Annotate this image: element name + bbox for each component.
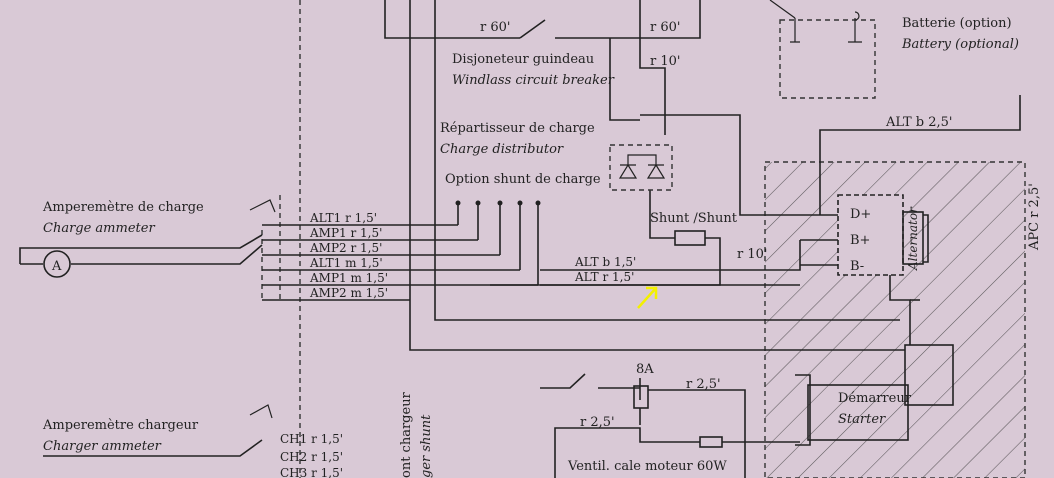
wire-alt-r: ALT r 1,5' xyxy=(574,270,634,284)
charger-shunt-label-en: ger shunt xyxy=(419,414,434,478)
wire-r10-top: r 10' xyxy=(650,54,680,69)
shunt-option-terminals xyxy=(455,200,541,285)
relay-fuse-label: 8A xyxy=(636,362,654,377)
distributor-box xyxy=(609,144,673,191)
starter-label-fr: Démarreur xyxy=(838,391,912,406)
wire-bundle xyxy=(262,224,538,301)
bundle-wire-1: ALT1 r 1,5' xyxy=(309,211,377,225)
breaker-label-en: Windlass circuit breaker xyxy=(452,73,615,88)
relay-circuit xyxy=(540,373,800,478)
wire-apc: APC r 2,5' xyxy=(1027,183,1042,251)
charger-wire-2: CH2 r 1,5' xyxy=(280,450,343,464)
top-wiring xyxy=(384,0,1021,351)
ammeter-label-fr: Amperemètre de charge xyxy=(42,200,204,215)
charger-ammeter-label-fr: Amperemètre chargeur xyxy=(42,418,199,433)
wire-alt-b: ALT b 1,5' xyxy=(574,255,636,269)
charger-wire-3: CH3 r 1,5' xyxy=(280,466,343,478)
ammeter-letter: A xyxy=(51,259,62,274)
alternator-d-plus: D+ xyxy=(850,207,871,222)
bundle-wire-6: AMP2 m 1,5' xyxy=(309,286,388,300)
shunt-label: Shunt /Shunt xyxy=(650,211,738,226)
alternator-name: Alternator xyxy=(906,206,920,271)
starter-label-en: Starter xyxy=(838,412,886,427)
ammeter-symbol xyxy=(19,234,263,278)
wire-alt-b-top: ALT b 2,5' xyxy=(885,115,952,130)
bundle-wire-5: AMP1 m 1,5' xyxy=(309,271,388,285)
battery-box xyxy=(769,0,876,99)
battery-label-en: Battery (optional) xyxy=(901,37,1019,52)
highlight-arrow-icon xyxy=(637,286,658,309)
bundle-wire-3: AMP2 r 1,5' xyxy=(309,241,382,255)
wire-r60-left: r 60' xyxy=(480,20,510,35)
alternator-body xyxy=(837,194,929,276)
alternator-b-plus: B+ xyxy=(850,233,870,248)
wire-r60-right: r 60' xyxy=(650,20,680,35)
charger-plug-icon xyxy=(249,404,273,419)
starter-body xyxy=(795,344,954,446)
charger-ammeter-wire xyxy=(43,439,263,457)
distributor-label-en: Charge distributor xyxy=(440,142,564,157)
ammeter-plug-icon xyxy=(249,199,276,213)
shunt-resistor xyxy=(674,230,706,246)
bundle-wire-4: ALT1 m 1,5' xyxy=(309,256,383,270)
battery-label-fr: Batterie (option) xyxy=(902,16,1012,31)
charger-shunt-label-fr: ont chargeur xyxy=(399,391,414,478)
bundle-wire-2: AMP1 r 1,5' xyxy=(309,226,382,240)
charger-wire-1: CH1 r 1,5' xyxy=(280,432,343,446)
shunt-option-label: Option shunt de charge xyxy=(445,172,601,187)
charger-ammeter-label-en: Charger ammeter xyxy=(43,439,162,454)
wire-r25-relay: r 2,5' xyxy=(686,377,721,392)
alternator-b-minus: B- xyxy=(850,259,864,274)
fan-label: Ventil. cale moteur 60W xyxy=(567,459,727,474)
wire-r10-shunt: r 10' xyxy=(737,247,767,262)
wire-r25-fan: r 2,5' xyxy=(580,415,615,430)
distributor-label-fr: Répartisseur de charge xyxy=(440,121,595,136)
ammeter-label-en: Charge ammeter xyxy=(43,221,155,236)
breaker-label-fr: Disjoneteur guindeau xyxy=(452,52,594,67)
